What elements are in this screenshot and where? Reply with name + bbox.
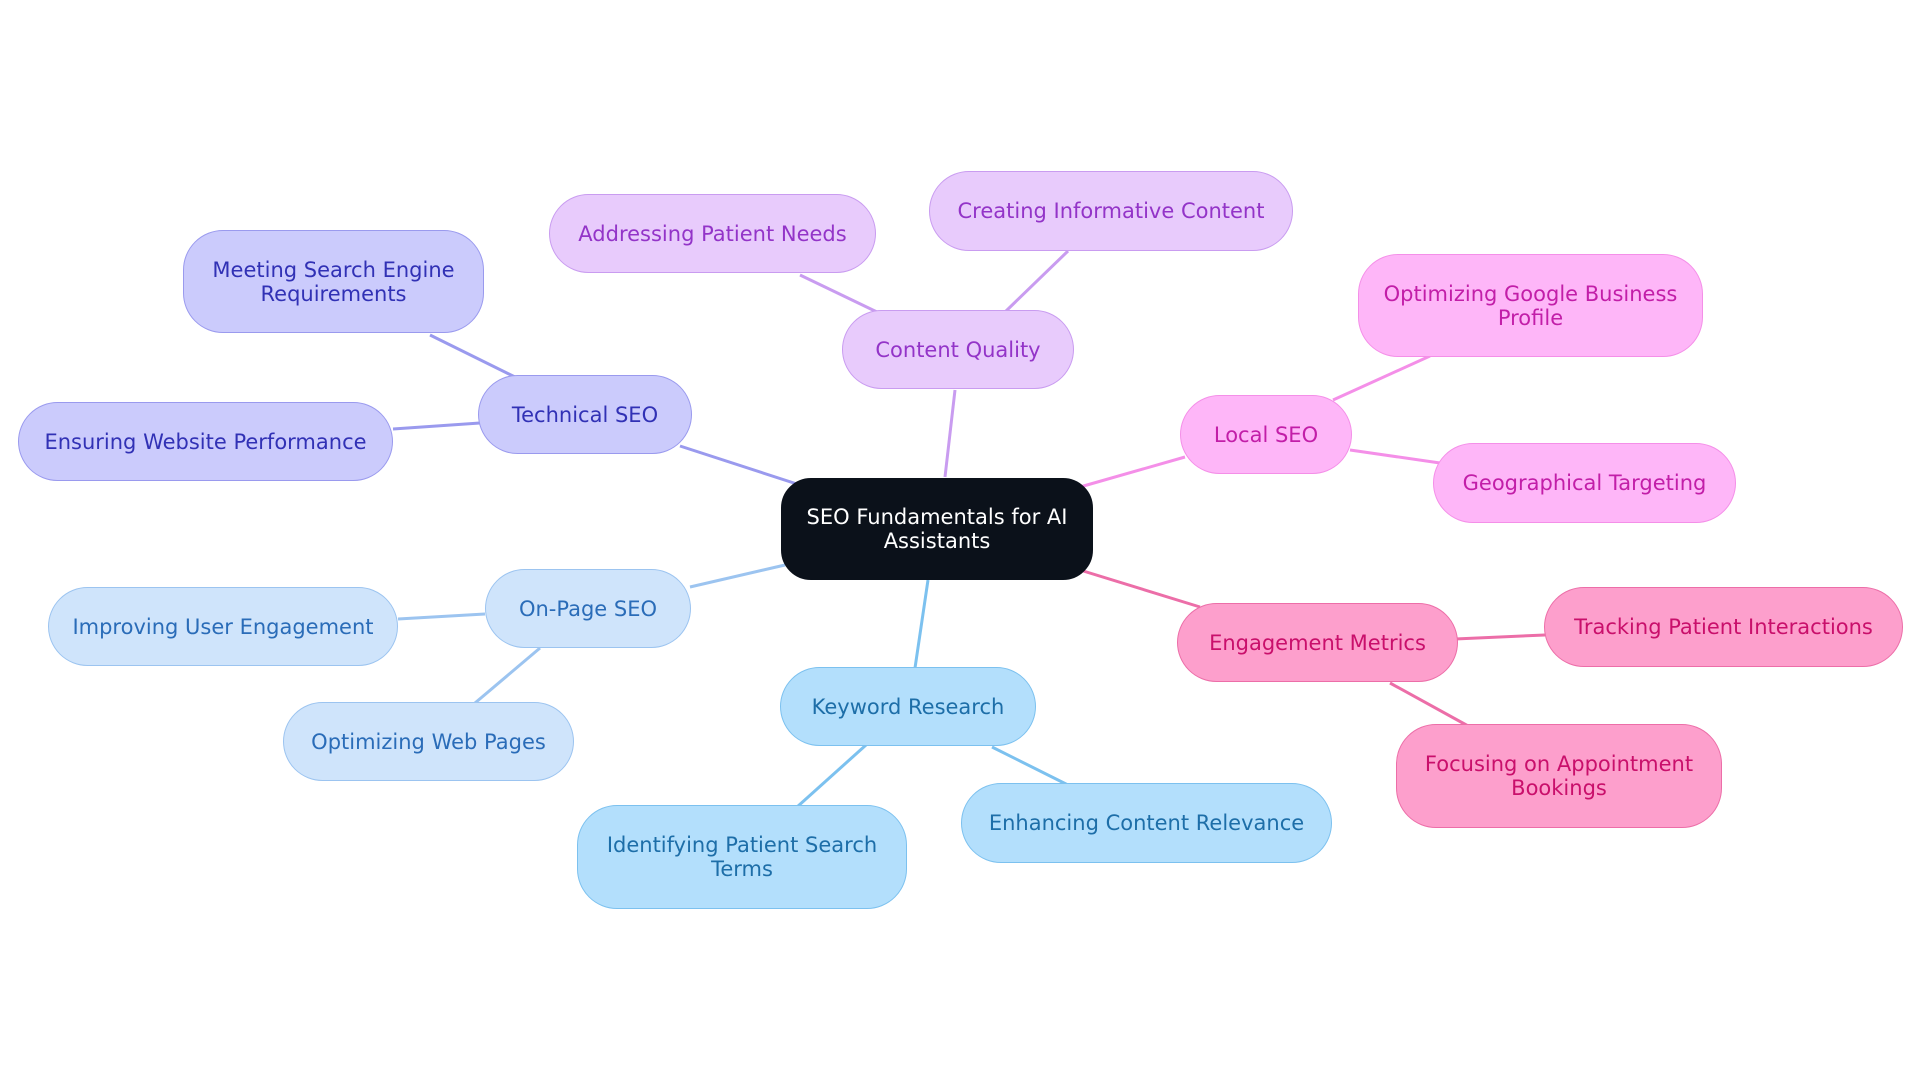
leaf-label: Geographical Targeting <box>1462 471 1707 495</box>
edge-root-engagement <box>1079 568 1201 609</box>
edge-onpage-0 <box>397 612 486 621</box>
branch-label: Local SEO <box>1213 422 1319 447</box>
branch-label: Engagement Metrics <box>1209 630 1426 655</box>
branch-local-seo[interactable]: Local SEO <box>1180 395 1352 474</box>
branch-label: Content Quality <box>875 337 1041 362</box>
root-label: SEO Fundamentals for AI Assistants <box>806 505 1068 553</box>
leaf-label: Ensuring Website Performance <box>44 429 367 454</box>
edge-root-keyword <box>913 579 930 669</box>
edge-root-onpage <box>689 563 786 589</box>
leaf-ensuring-website-performance[interactable]: Ensuring Website Performance <box>18 402 393 481</box>
branch-label: Keyword Research <box>811 694 1005 719</box>
leaf-label: Improving User Engagement <box>72 614 374 639</box>
leaf-improving-user-engagement[interactable]: Improving User Engagement <box>48 587 398 666</box>
branch-content-quality[interactable]: Content Quality <box>842 310 1074 389</box>
leaf-label: Creating Informative Content <box>957 199 1265 223</box>
leaf-label: Tracking Patient Interactions <box>1574 615 1873 639</box>
root-node[interactable]: SEO Fundamentals for AI Assistants <box>781 478 1093 580</box>
leaf-meeting-search-engine-requirements[interactable]: Meeting Search Engine Requirements <box>183 230 484 333</box>
leaf-label: Meeting Search Engine Requirements <box>212 257 455 306</box>
edge-root-content <box>943 389 957 478</box>
edge-root-technical <box>679 444 801 487</box>
branch-label: Technical SEO <box>511 402 659 427</box>
edge-keyword-0 <box>795 743 868 809</box>
leaf-label: Optimizing Web Pages <box>311 729 546 754</box>
leaf-addressing-patient-needs[interactable]: Addressing Patient Needs <box>549 194 876 273</box>
edge-engagement-0 <box>1454 633 1546 641</box>
branch-engagement-metrics[interactable]: Engagement Metrics <box>1177 603 1458 682</box>
leaf-label: Identifying Patient Search Terms <box>606 833 878 881</box>
edge-local-1 <box>1349 448 1441 465</box>
edge-local-0 <box>1332 354 1431 402</box>
leaf-focusing-on-appointment-bookings[interactable]: Focusing on Appointment Bookings <box>1396 724 1722 828</box>
leaf-enhancing-content-relevance[interactable]: Enhancing Content Relevance <box>961 783 1332 863</box>
leaf-tracking-patient-interactions[interactable]: Tracking Patient Interactions <box>1544 587 1903 667</box>
edge-content-0 <box>799 273 878 314</box>
branch-keyword-research[interactable]: Keyword Research <box>780 667 1036 746</box>
leaf-label: Focusing on Appointment Bookings <box>1424 752 1694 800</box>
branch-technical-seo[interactable]: Technical SEO <box>478 375 692 454</box>
edge-engagement-1 <box>1389 681 1471 729</box>
leaf-creating-informative-content[interactable]: Creating Informative Content <box>929 171 1293 251</box>
leaf-label: Addressing Patient Needs <box>578 221 847 246</box>
edge-technical-1 <box>392 421 481 431</box>
branch-on-page-seo[interactable]: On-Page SEO <box>485 569 691 648</box>
edge-root-local <box>1079 455 1186 489</box>
edge-onpage-1 <box>474 646 541 705</box>
leaf-label: Enhancing Content Relevance <box>988 811 1305 835</box>
leaf-optimizing-google-business-profile[interactable]: Optimizing Google Business Profile <box>1358 254 1703 357</box>
branch-label: On-Page SEO <box>518 596 658 621</box>
leaf-label: Optimizing Google Business Profile <box>1383 281 1678 330</box>
leaf-geographical-targeting[interactable]: Geographical Targeting <box>1433 443 1736 523</box>
edge-keyword-1 <box>991 745 1069 787</box>
leaf-identifying-patient-search-terms[interactable]: Identifying Patient Search Terms <box>577 805 907 909</box>
leaf-optimizing-web-pages[interactable]: Optimizing Web Pages <box>283 702 574 781</box>
edge-content-1 <box>1003 249 1070 314</box>
edge-technical-0 <box>429 333 516 379</box>
